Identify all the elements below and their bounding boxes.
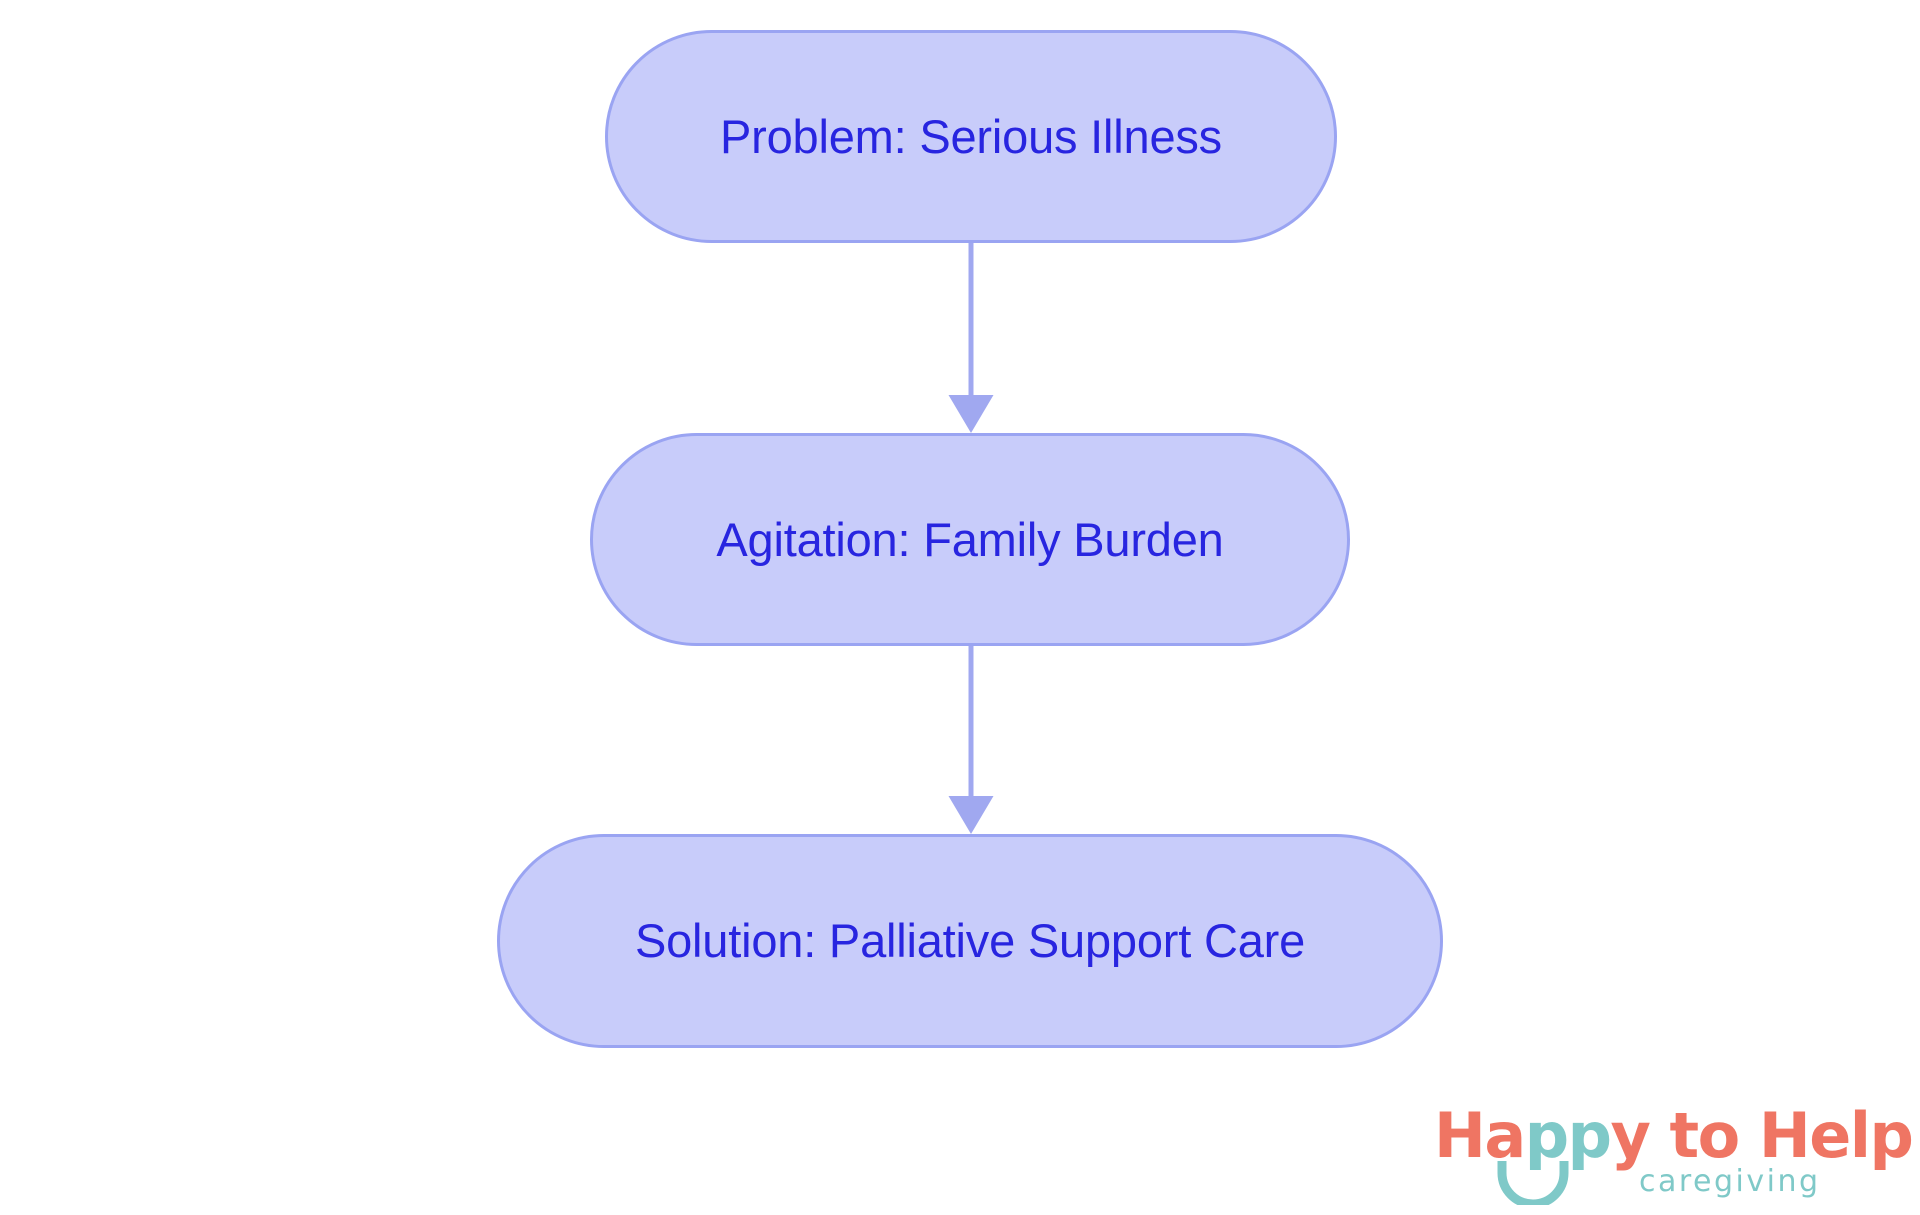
logo-letter-y: y <box>1610 1099 1651 1172</box>
brand-logo: Happy to Help caregiving <box>1434 1105 1914 1205</box>
edge-problem-to-agitation <box>948 243 994 433</box>
edge-agitation-to-solution <box>948 646 994 834</box>
logo-letters-pp: pp <box>1524 1099 1612 1172</box>
logo-word-to: to <box>1649 1099 1759 1172</box>
flow-node-label: Agitation: Family Burden <box>716 512 1224 566</box>
logo-wordmark: Happy to Help <box>1434 1105 1914 1167</box>
flow-node-label: Problem: Serious Illness <box>720 109 1222 163</box>
logo-tagline: caregiving <box>1639 1164 1821 1199</box>
logo-letter-h: H <box>1434 1099 1486 1172</box>
arrowhead-icon <box>948 395 994 433</box>
logo-word-help: Help <box>1758 1099 1914 1172</box>
flow-node-agitation[interactable]: Agitation: Family Burden <box>590 433 1350 646</box>
logo-letter-a: a <box>1484 1099 1526 1172</box>
flow-node-label: Solution: Palliative Support Care <box>634 914 1306 968</box>
smile-arc-icon <box>1497 1161 1569 1205</box>
arrowhead-icon <box>948 796 994 834</box>
flow-node-problem[interactable]: Problem: Serious Illness <box>605 30 1337 243</box>
flow-node-solution[interactable]: Solution: Palliative Support Care <box>497 834 1443 1048</box>
